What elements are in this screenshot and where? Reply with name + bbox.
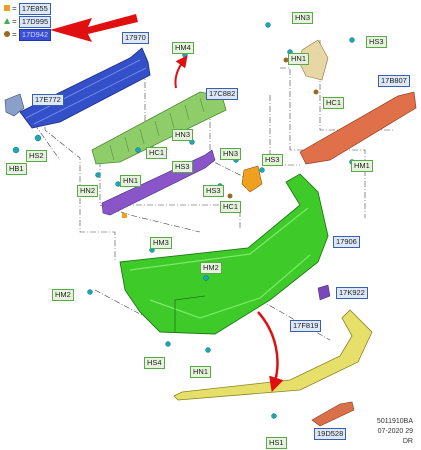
bumper-cover [119, 173, 329, 335]
legend-square-icon [4, 5, 10, 11]
left-bracket [4, 93, 25, 117]
legend-triangle-icon [4, 18, 10, 24]
legend-sep-2: = [12, 17, 17, 26]
part-label-hs2[interactable]: HS2 [26, 150, 47, 162]
legend-code-2[interactable]: 17D995 [18, 16, 52, 28]
part-label-hn2[interactable]: HN2 [77, 185, 99, 197]
part-label-hb1[interactable]: HB1 [6, 163, 27, 175]
legend-row-2: = 17D995 [12, 16, 52, 28]
orange-squares [122, 184, 251, 218]
bumper-cover-shadow [174, 295, 206, 332]
legend-code-1[interactable]: 17E855 [18, 3, 51, 15]
legend-row-1: = 17E855 [12, 3, 51, 15]
callout-arrow-small [174, 55, 188, 89]
part-label-hm2-b[interactable]: HM2 [52, 289, 74, 301]
part-label-hm4[interactable]: HM4 [172, 42, 194, 54]
part-label-17f819[interactable]: 17F819 [290, 320, 322, 332]
fasteners [12, 22, 355, 419]
callout-arrow-large [257, 311, 284, 393]
part-label-hn3-c[interactable]: HN3 [292, 12, 314, 24]
part-label-17970[interactable]: 17970 [122, 32, 149, 44]
part-label-hs3-b[interactable]: HS3 [203, 185, 224, 197]
part-label-17k922[interactable]: 17K922 [336, 287, 368, 299]
part-label-hn3-a[interactable]: HN3 [172, 129, 194, 141]
purple-bracket-small [317, 284, 331, 301]
part-label-hc1-c[interactable]: HC1 [323, 97, 345, 109]
part-label-hn3-b[interactable]: HN3 [220, 148, 242, 160]
upper-support [299, 91, 417, 165]
part-label-hn1-b[interactable]: HN1 [288, 53, 310, 65]
part-label-hs3-d[interactable]: HS3 [366, 36, 387, 48]
part-label-19d528[interactable]: 19D528 [314, 428, 347, 440]
part-label-17c882[interactable]: 17C882 [206, 88, 239, 100]
legend-sep-1: = [12, 4, 17, 13]
part-label-hc1-b[interactable]: HC1 [220, 201, 242, 213]
legend-pointer-arrow [50, 14, 138, 42]
legend-circle-icon [4, 31, 10, 37]
reinforcement-beam-edge [25, 59, 147, 125]
diagram-date: 07-2020 29 [377, 428, 413, 435]
part-label-hm1[interactable]: HM1 [351, 160, 373, 172]
part-label-17906[interactable]: 17906 [333, 236, 360, 248]
part-label-hs3-c[interactable]: HS3 [262, 154, 283, 166]
diagram-variant: DR [402, 438, 413, 445]
energy-absorber [91, 91, 227, 165]
lower-reflector-bracket [311, 401, 355, 427]
part-label-17b807[interactable]: 17B807 [378, 75, 410, 87]
part-label-hm2-a[interactable]: HM2 [200, 262, 222, 274]
part-label-hc1-a[interactable]: HC1 [146, 147, 168, 159]
part-label-hs4[interactable]: HS4 [144, 357, 165, 369]
absorber-ribs [109, 97, 205, 161]
legend-row-3: = 17D942 [12, 29, 52, 41]
part-label-17e772[interactable]: 17E772 [32, 94, 64, 106]
part-label-hs3-a[interactable]: HS3 [172, 161, 193, 173]
centre-clip [241, 165, 263, 193]
diagram-reference: 5011910BA [376, 418, 413, 425]
part-label-hm3[interactable]: HM3 [150, 237, 172, 249]
part-label-hn1-a[interactable]: HN1 [120, 175, 142, 187]
lower-valance [173, 309, 373, 401]
legend-code-3[interactable]: 17D942 [18, 29, 52, 41]
part-label-hs1[interactable]: HS1 [266, 437, 287, 449]
part-label-hn1-c[interactable]: HN1 [190, 366, 212, 378]
legend-sep-3: = [12, 30, 17, 39]
